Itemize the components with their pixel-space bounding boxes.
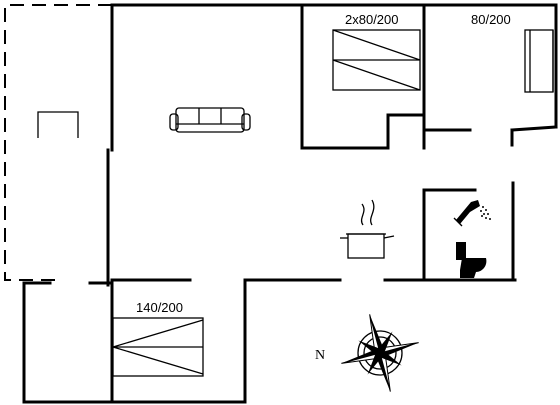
compass-rose-icon [341,314,419,392]
terrace-outline [4,4,112,281]
lower-bed [112,317,204,377]
chair-icon [37,111,79,138]
cooking-pot-icon [340,199,395,259]
double-bed-label: 2x80/200 [345,12,399,27]
toilet-icon [456,242,487,278]
single-bed [524,29,554,93]
lower-bed-label: 140/200 [136,300,183,315]
double-bed [332,29,421,91]
compass-north-label: N [315,348,325,363]
shower-icon [453,200,491,227]
single-bed-label: 80/200 [471,12,511,27]
sofa-icon [169,107,251,133]
walls [22,3,558,404]
